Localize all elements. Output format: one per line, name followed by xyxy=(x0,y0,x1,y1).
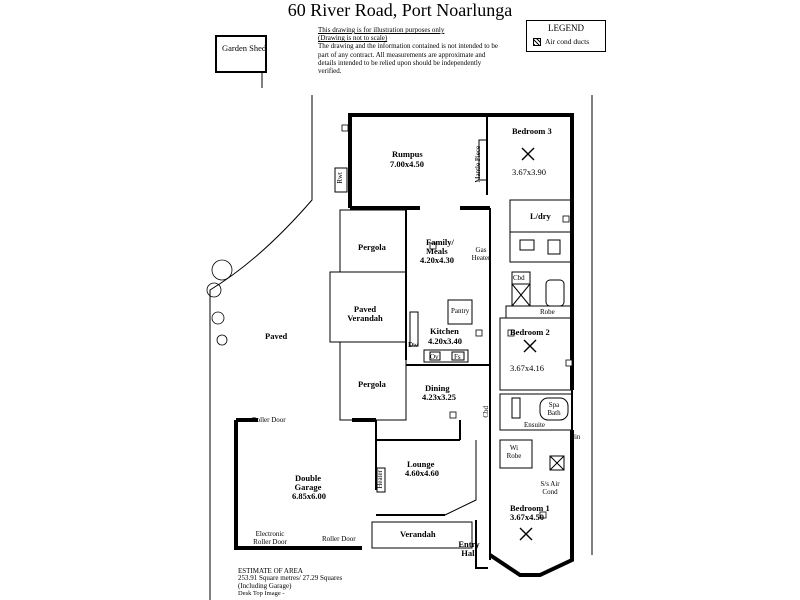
cbd-top-label: Cbd xyxy=(513,274,525,282)
verandah-label: Verandah xyxy=(400,529,436,539)
bedroom1-dim: 3.67x4.50 xyxy=(510,512,544,522)
pergola-top-label: Pergola xyxy=(358,242,386,252)
spa-bath-label: Spa Bath xyxy=(547,401,561,417)
bedroom2-dim: 3.67x4.16 xyxy=(510,363,544,373)
oven-label: Ov xyxy=(430,353,439,361)
dining-label: Dining xyxy=(425,383,450,393)
ensuite-label: Ensuite xyxy=(524,421,545,429)
rumpus-dim: 7.00x4.50 xyxy=(390,159,424,169)
pantry-label: Pantry xyxy=(451,307,470,315)
area-estimate: ESTIMATE OF AREA 253.91 Square metres/ 2… xyxy=(238,567,343,590)
bedroom3-dim: 3.67x3.90 xyxy=(512,167,546,177)
lounge-dim: 4.60x4.60 xyxy=(405,468,439,478)
wi-robe-label: Wi Robe xyxy=(506,444,522,460)
cbd-mid-label: Cbd xyxy=(482,406,490,418)
legend-item: Air cond ducts xyxy=(545,37,590,46)
entry-hall-label: Entry Hall xyxy=(458,539,480,558)
air-duct-icon xyxy=(533,37,541,46)
page-title: 60 River Road, Port Noarlunga xyxy=(287,0,513,20)
lounge-label: Lounge xyxy=(407,459,435,469)
split-air-label: S/s Air Cond xyxy=(540,480,560,496)
family-dim: 4.20x4.30 xyxy=(420,255,454,265)
dishwasher-label: Dw xyxy=(408,341,419,349)
kitchen-label: Kitchen xyxy=(430,326,459,336)
laundry-label: L/dry xyxy=(530,211,551,221)
meals-label: Meals xyxy=(426,246,448,256)
legend-title: LEGEND xyxy=(548,23,584,33)
double-garage-label: Double Garage xyxy=(294,473,322,492)
area-line1: 253.91 Square metres/ 27.29 Squares xyxy=(238,574,343,583)
linen-label: lin xyxy=(573,433,581,441)
disclaimer: This drawing is for illustration purpose… xyxy=(318,26,498,75)
bedroom2-label: Bedroom 2 xyxy=(510,327,550,337)
footer-note: Desk Top Image - xyxy=(238,590,285,597)
bedroom3-label: Bedroom 3 xyxy=(512,126,552,136)
paved-label: Paved xyxy=(265,331,288,341)
disclaimer-line1: This drawing is for illustration purpose… xyxy=(318,26,445,34)
fridge-space-label: Fs xyxy=(454,353,461,361)
garage-dim: 6.85x6.00 xyxy=(292,491,326,501)
garden-shed-label: Garden Shed xyxy=(222,43,267,53)
area-heading: ESTIMATE OF AREA xyxy=(238,567,303,575)
roller-door-top-label: Roller Door xyxy=(252,416,286,424)
mantle-label: Mantle Piece xyxy=(474,146,482,183)
gas-heater-label: Gas Heater xyxy=(471,246,491,262)
roller-door-bottom-label: Roller Door xyxy=(322,535,356,543)
bedroom1-label: Bedroom 1 xyxy=(510,503,550,513)
disclaimer-body: The drawing and the information containe… xyxy=(318,42,499,76)
robe-label: Robe xyxy=(540,308,555,316)
legend: LEGEND Air cond ducts xyxy=(526,20,606,52)
disclaimer-line2: (Drawing is not to scale) xyxy=(318,34,388,43)
heater-label: Heater xyxy=(376,470,384,489)
family-label: Family/ xyxy=(426,237,454,247)
pergola-bottom-label: Pergola xyxy=(358,379,386,389)
paved-verandah-label: Paved Verandah xyxy=(347,304,383,323)
dining-dim: 4.23x3.25 xyxy=(422,392,456,402)
area-line2: (Including Garage) xyxy=(238,581,292,590)
rumpus-label: Rumpus xyxy=(392,149,423,159)
kitchen-dim: 4.20x3.40 xyxy=(428,336,462,346)
electronic-roller-door-label: Electronic Roller Door xyxy=(253,530,287,546)
rwt-label: Rwt xyxy=(336,172,344,184)
